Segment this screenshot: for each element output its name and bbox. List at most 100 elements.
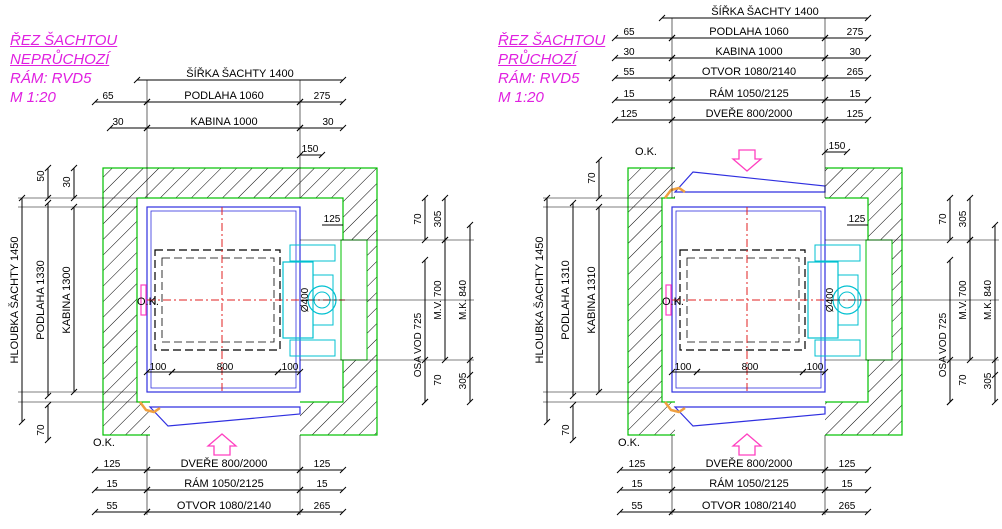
dim-100-right: 100 <box>807 362 824 373</box>
dim-label: 15 <box>106 479 118 490</box>
dimension-tick <box>339 124 347 132</box>
dimension-tick <box>864 34 872 42</box>
dim-305-top: 305 <box>958 210 969 227</box>
dim-label: RÁM 1050/2125 <box>709 87 789 100</box>
door-opening-top <box>675 167 825 199</box>
door-panel-bottom <box>148 406 301 427</box>
dimension-tick <box>421 398 429 406</box>
dim-70-top: 70 <box>413 213 424 225</box>
dim-100-left: 100 <box>675 362 692 373</box>
dim-label: 275 <box>847 27 864 38</box>
dim-bottom: 70 <box>36 424 47 436</box>
frame-bracket-bottom <box>664 401 686 414</box>
dimension-tick <box>318 151 326 159</box>
dimension-tick <box>569 199 577 207</box>
cab-depth-label: KABINA 1300 <box>61 266 73 333</box>
dim-label: 265 <box>839 501 856 512</box>
dimension-tick <box>864 74 872 82</box>
dim-bottom: 70 <box>561 424 572 436</box>
title-right-line4: M 1:20 <box>498 89 544 106</box>
dim-label: 125 <box>314 459 331 470</box>
floor-depth-label: PODLAHA 1330 <box>35 260 47 340</box>
dimension-tick <box>864 486 872 494</box>
dimension-tick <box>441 194 449 202</box>
dim-label: 15 <box>623 89 635 100</box>
dim-top-a: 50 <box>36 170 47 182</box>
title-right-line2: PRŮCHOZÍ <box>498 51 577 68</box>
entry-arrow-bottom <box>731 433 763 456</box>
dim-label: 30 <box>112 117 124 128</box>
dim-label: 55 <box>106 501 118 512</box>
dim-top: 70 <box>587 172 598 184</box>
shaft-width-label: ŠÍŘKA ŠACHTY 1400 <box>711 5 818 18</box>
dim-label: RÁM 1050/2125 <box>184 477 264 490</box>
dim-label: 15 <box>316 479 328 490</box>
ok-label-bottom: O.K. <box>93 437 115 449</box>
dim-top-b: 30 <box>62 176 73 188</box>
frame-bracket-bottom <box>139 401 161 414</box>
frame-dashed-inner <box>686 257 800 343</box>
dim-label: 275 <box>314 91 331 102</box>
dim-label: 55 <box>623 67 635 78</box>
dimension-tick <box>70 164 78 172</box>
dim-label: 65 <box>102 91 114 102</box>
dimension-tick <box>421 256 429 264</box>
dim-label: 265 <box>847 67 864 78</box>
dimension-tick <box>611 116 619 124</box>
dimension-tick <box>44 164 52 172</box>
dimension-tick <box>421 194 429 202</box>
dim-305-bottom: 305 <box>458 372 469 389</box>
dim-label: 125 <box>839 459 856 470</box>
dimension-tick <box>339 486 347 494</box>
dimension-tick <box>864 96 872 104</box>
dimension-tick <box>466 398 474 406</box>
dim-label: 30 <box>322 117 334 128</box>
frame-dashed-inner <box>161 257 275 343</box>
dimension-tick <box>595 156 603 164</box>
dim-label: 15 <box>849 89 861 100</box>
dim-label: 125 <box>847 109 864 120</box>
guide-rail-bottom <box>289 339 336 357</box>
dim-label: 65 <box>623 27 635 38</box>
dim-label: 265 <box>314 501 331 512</box>
dim-osa: OSA VOD 725 <box>938 312 949 377</box>
dimension-tick <box>543 418 551 426</box>
dim-70-bottom: 70 <box>433 374 444 386</box>
dimension-tick <box>966 194 974 202</box>
guide-rail-bottom <box>814 339 861 357</box>
dimension-tick <box>44 436 52 444</box>
dim-label: 125 <box>621 109 638 120</box>
dim-800: 800 <box>742 362 759 373</box>
dimension-tick <box>339 508 347 516</box>
guide-rail-top <box>814 244 861 262</box>
dimension-tick <box>274 368 282 376</box>
dim-label: PODLAHA 1060 <box>709 26 789 38</box>
dimension-tick <box>864 466 872 474</box>
guide-rail-top <box>289 244 336 262</box>
ok-label: O.K. <box>662 296 684 308</box>
dimension-tick <box>616 466 624 474</box>
dim-70-top: 70 <box>938 213 949 225</box>
dimension-tick <box>91 486 99 494</box>
dimension-tick <box>91 98 99 106</box>
title-right-line1: ŘEZ ŠACHTOU <box>498 32 606 49</box>
ok-label-bottom: O.K. <box>618 437 640 449</box>
dimension-tick <box>991 398 999 406</box>
dim-305-top: 305 <box>433 210 444 227</box>
dimension-tick <box>339 98 347 106</box>
dim-label: 125 <box>629 459 646 470</box>
dimension-tick <box>864 508 872 516</box>
dim-label: KABINA 1000 <box>715 46 782 58</box>
dimension-tick <box>296 368 304 376</box>
dim-label: OTVOR 1080/2140 <box>177 500 271 512</box>
floor-depth-label: PODLAHA 1310 <box>560 260 572 340</box>
dim-100-right: 100 <box>282 362 299 373</box>
dimension-tick <box>668 368 676 376</box>
shaft-depth-label: HLOUBKA ŠACHTY 1450 <box>8 237 21 364</box>
dimension-tick <box>339 76 347 84</box>
dim-70-bottom: 70 <box>958 374 969 386</box>
dimension-tick <box>44 199 52 207</box>
dim-osa: OSA VOD 725 <box>413 312 424 377</box>
